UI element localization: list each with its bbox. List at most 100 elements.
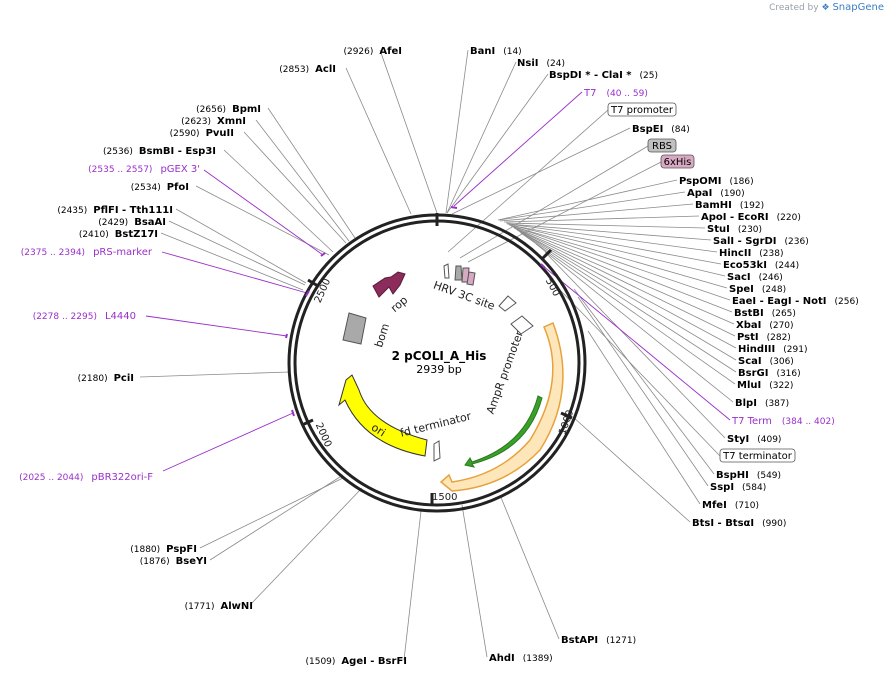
enzyme-hindiii-label[interactable]: HindIII(291): [738, 344, 807, 355]
enzyme-hincii-leader: [507, 223, 718, 253]
enzyme-bpmi-leader: [267, 107, 356, 239]
enzyme-apoi-ecori-name: ApoI - EcoRI: [701, 212, 769, 223]
enzyme-scai-label[interactable]: ScaI(306): [738, 356, 794, 367]
enzyme-bsmbi-esp3i-label[interactable]: (2536)BsmBI - Esp3I: [103, 146, 216, 157]
enzyme-bspdi-clai-label[interactable]: BspDI * - ClaI *(25): [549, 70, 658, 81]
enzyme-hindiii-name: HindIII: [738, 344, 775, 355]
enzyme-pcii-name: PciI: [114, 373, 134, 384]
enzyme-apai-label[interactable]: ApaI(190): [687, 188, 745, 199]
tick-label-1500: 1500: [432, 492, 457, 503]
enzyme-pvuii-leader: [243, 131, 347, 244]
enzyme-acli-label[interactable]: (2853)AclI: [279, 64, 336, 75]
enzyme-bpmi-label[interactable]: (2656)BpmI: [196, 104, 261, 115]
enzyme-ahdi-leader: [461, 504, 488, 658]
enzyme-eco53ki-label[interactable]: Eco53kI(244): [723, 260, 799, 271]
enzyme-bstbi-leader: [512, 226, 733, 313]
enzyme-mfei-label[interactable]: MfeI(710): [702, 500, 759, 511]
enzyme-bstapi-label[interactable]: BstAPI(1271): [561, 635, 636, 646]
enzyme-bsrgi-position: (316): [776, 369, 800, 379]
enzyme-nsii-leader: [446, 61, 517, 214]
primer-t7-term-range: (384 .. 402): [782, 417, 835, 427]
enzyme-pflfi-tth111i-label[interactable]: (2435)PflFI - Tth111I: [57, 205, 173, 216]
enzyme-pspfi-label[interactable]: (1880)PspFI: [130, 544, 197, 555]
enzyme-xbai-position: (270): [769, 321, 793, 331]
enzyme-mlui-label[interactable]: MluI(322): [737, 380, 793, 391]
enzyme-styi-label[interactable]: StyI(409): [727, 434, 781, 445]
tick-500: [541, 248, 553, 260]
ori-label: ori: [369, 421, 388, 440]
enzyme-bspei-label[interactable]: BspEI(84): [632, 124, 690, 135]
enzyme-sspi-label[interactable]: SspI(584): [710, 482, 766, 493]
enzyme-bseyi-name: BseYI: [176, 556, 207, 567]
primer-t7-term-leader: [542, 265, 731, 421]
enzyme-nsii-name: NsiI: [517, 58, 538, 69]
enzyme-eco53ki-position: (244): [775, 261, 799, 271]
enzyme-spei-leader: [510, 225, 728, 289]
enzyme-btsi-bts-i-position: (990): [762, 519, 786, 529]
primer-prs-marker-label[interactable]: (2375 .. 2394)pRS-marker: [21, 247, 153, 258]
enzyme-pvuii-label[interactable]: (2590)PvuII: [170, 128, 234, 139]
enzyme-sspi-position: (584): [742, 483, 766, 493]
enzyme-bsrgi-label[interactable]: BsrGI(316): [738, 368, 801, 379]
enzyme-spei-position: (248): [762, 285, 786, 295]
enzyme-sali-sgrdi-label[interactable]: SalI - SgrDI(236): [713, 236, 809, 247]
primer-t7-name: T7: [583, 88, 596, 99]
snapgene-logo-icon: ❖: [821, 3, 830, 13]
tick-2500: [307, 278, 319, 288]
enzyme-btsi-bts-i-label[interactable]: BtsI - BtsαI(990): [692, 518, 786, 529]
enzyme-spei-label[interactable]: SpeI(248): [729, 284, 786, 295]
enzyme-afei-leader: [379, 49, 438, 214]
enzyme-nsii-label[interactable]: NsiI(24): [517, 58, 565, 69]
feature-box-rbs[interactable]: [647, 138, 677, 153]
enzyme-pspomi-label[interactable]: PspOMI(186): [679, 176, 754, 187]
leader-lines: [139, 49, 737, 661]
enzyme-styi-name: StyI: [727, 434, 749, 445]
enzyme-bamhi-leader: [499, 203, 694, 222]
primer-pgex-3-label[interactable]: (2535 .. 2557)pGEX 3': [88, 164, 200, 175]
enzyme-bsaai-label[interactable]: (2429)BsaAI: [98, 217, 166, 228]
enzyme-xmni-label[interactable]: (2623)XmnI: [181, 116, 246, 127]
enzyme-pfoi-position: (2534): [131, 183, 161, 193]
hrv-marker-1: [443, 263, 450, 279]
enzyme-bstbi-label[interactable]: BstBI(265): [734, 308, 796, 319]
feature-box-6xhis[interactable]: [660, 154, 695, 169]
primer-t7-label[interactable]: T7(40 .. 59): [583, 88, 648, 99]
enzyme-stui-label[interactable]: StuI(230): [707, 224, 762, 235]
feature-box-t7-terminator[interactable]: [719, 448, 796, 463]
enzyme-xbai-label[interactable]: XbaI(270): [736, 320, 794, 331]
enzyme-sali-sgrdi-position: (236): [785, 237, 809, 247]
enzyme-ahdi-label[interactable]: AhdI(1389): [489, 653, 553, 664]
labels: BanI(14)NsiI(24)BspDI * - ClaI *(25) BspE…: [19, 46, 859, 667]
enzyme-blpi-label[interactable]: BlpI(387): [735, 398, 789, 409]
enzyme-bani-label[interactable]: BanI(14): [470, 46, 522, 57]
bom-label: bom: [372, 322, 392, 349]
enzyme-bamhi-position: (192): [740, 201, 764, 211]
primer-pbr322ori-f-range: (2025 .. 2044): [19, 473, 83, 483]
enzyme-alwni-label[interactable]: (1771)AlwNI: [185, 601, 253, 612]
feature-box-rbs-label: RBS: [652, 141, 672, 152]
enzyme-bsphi-label[interactable]: BspHI(549): [716, 470, 781, 481]
enzyme-bsrgi-leader: [519, 231, 737, 373]
enzyme-apoi-ecori-label[interactable]: ApoI - EcoRI(220): [701, 212, 801, 223]
primer-t7-term-label[interactable]: T7 Term(384 .. 402): [731, 416, 835, 427]
fd-terminator-label: fd terminator: [399, 409, 473, 439]
enzyme-bamhi-label[interactable]: BamHI(192): [695, 200, 764, 211]
enzyme-pcii-label[interactable]: (2180)PciI: [78, 373, 134, 384]
enzyme-pfoi-label[interactable]: (2534)PfoI: [131, 182, 189, 193]
primer-pbr322ori-f-label[interactable]: (2025 .. 2044)pBR322ori-F: [19, 472, 153, 483]
primer-l4440-label[interactable]: (2278 .. 2295)L4440: [33, 311, 136, 322]
enzyme-saci-label[interactable]: SacI(246): [727, 272, 783, 283]
enzyme-bsaai-leader: [168, 220, 306, 286]
enzyme-hincii-label[interactable]: HincII(238): [719, 248, 784, 259]
enzyme-mfei-name: MfeI: [702, 500, 727, 511]
enzyme-psti-label[interactable]: PstI(282): [737, 332, 791, 343]
enzyme-agei-bsrfi-label[interactable]: (1509)AgeI - BsrFI: [305, 656, 407, 667]
enzyme-scai-position: (306): [770, 357, 794, 367]
enzyme-btsi-bts-i-leader: [572, 416, 691, 523]
enzyme-eaei-eagi-noti-label[interactable]: EaeI - EagI - NotI(256): [732, 296, 859, 307]
enzyme-bstbi-name: BstBI: [734, 308, 764, 319]
enzyme-bstz17i-label[interactable]: (2410)BstZ17I: [79, 229, 158, 240]
feature-box-t7-promoter[interactable]: [607, 102, 677, 117]
enzyme-afei-label[interactable]: (2926)AfeI: [343, 46, 402, 57]
enzyme-bseyi-label[interactable]: (1876)BseYI: [140, 556, 207, 567]
